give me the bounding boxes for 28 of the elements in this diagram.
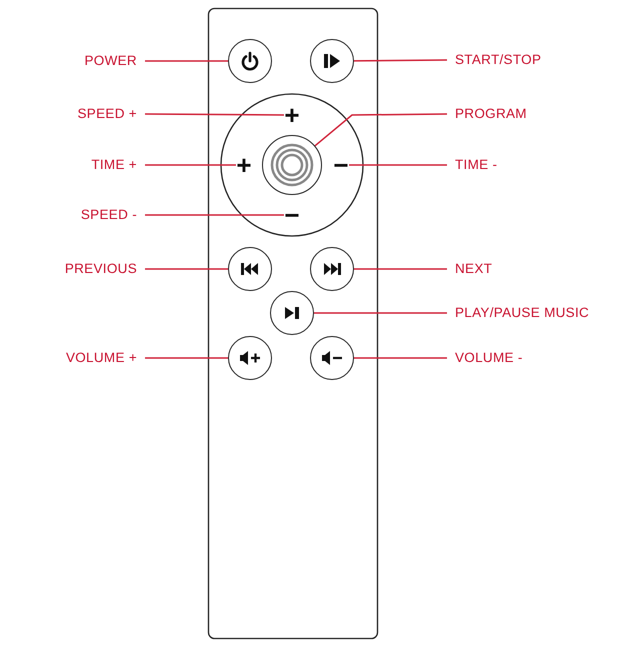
leader-line [145, 268, 228, 270]
button-label: SPEED - [72, 207, 145, 223]
leader-line [354, 59, 447, 62]
leader-line [145, 113, 284, 116]
leader-line [314, 312, 447, 314]
button-label: TIME + [83, 157, 145, 173]
button-label: VOLUME + [58, 350, 145, 366]
leader-line [145, 357, 228, 359]
button-label: PLAY/PAUSE MUSIC [447, 305, 598, 321]
leader-line [314, 113, 447, 146]
leader-line [354, 357, 447, 359]
button-label: POWER [76, 53, 145, 69]
button-label: PROGRAM [447, 106, 535, 122]
button-label: VOLUME - [447, 350, 531, 366]
dial-symbol: + [233, 154, 255, 176]
button-label: SPEED + [69, 106, 145, 122]
dial-symbol: − [281, 204, 303, 226]
dial-symbol: + [281, 104, 303, 126]
leader-line [145, 164, 236, 166]
leader-line [354, 268, 447, 270]
button-label: PREVIOUS [56, 261, 145, 277]
leader-line [349, 164, 447, 166]
button-label: START/STOP [447, 52, 550, 68]
leader-line [145, 60, 228, 62]
leader-line [145, 214, 284, 216]
button-label: TIME - [447, 157, 506, 173]
button-label: NEXT [447, 261, 500, 277]
dial-symbol: − [330, 154, 352, 176]
